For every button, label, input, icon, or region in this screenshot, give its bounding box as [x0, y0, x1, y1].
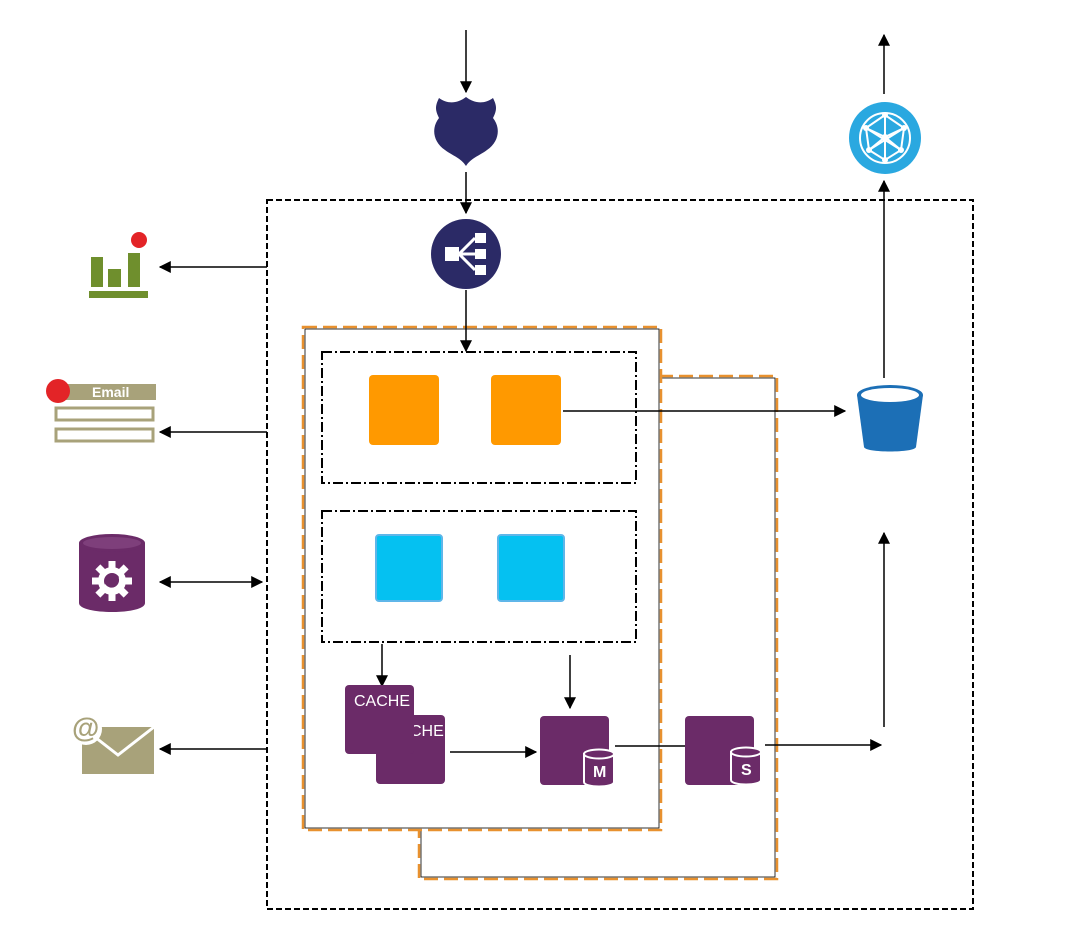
app-instance-1: [375, 534, 443, 602]
database-slave-badge: [730, 746, 762, 786]
web-instance-1: [369, 375, 439, 445]
email-notification-icon: Email: [44, 378, 158, 446]
database-slave-label: S: [741, 762, 752, 779]
internet-globe-icon: [849, 102, 921, 174]
cache-node-back-label: CHE: [410, 723, 444, 740]
web-tier-group: [321, 351, 637, 484]
storage-bucket-icon: [855, 381, 925, 455]
cache-node-front-label: CACHE: [354, 693, 411, 710]
database-master: M: [540, 716, 615, 788]
database-gear-icon: [77, 533, 147, 613]
email-label: Email: [92, 384, 130, 400]
load-balancer-icon: [431, 219, 501, 289]
database-slave: S: [685, 716, 762, 786]
outer-region: [266, 199, 974, 910]
availability-zone-front-inner: [304, 328, 660, 829]
at-mail-icon: @: [70, 713, 156, 777]
metrics-alarm-icon: [86, 231, 152, 303]
database-master-badge: [583, 748, 615, 788]
availability-zone-front: [301, 325, 663, 832]
at-symbol: @: [72, 712, 100, 743]
route53-shield-icon: [431, 94, 501, 168]
database-master-label: M: [593, 764, 607, 781]
app-instance-2: [497, 534, 565, 602]
web-instance-2: [491, 375, 561, 445]
app-tier-group: [321, 510, 637, 643]
cache-node-front: CACHE: [345, 685, 414, 754]
